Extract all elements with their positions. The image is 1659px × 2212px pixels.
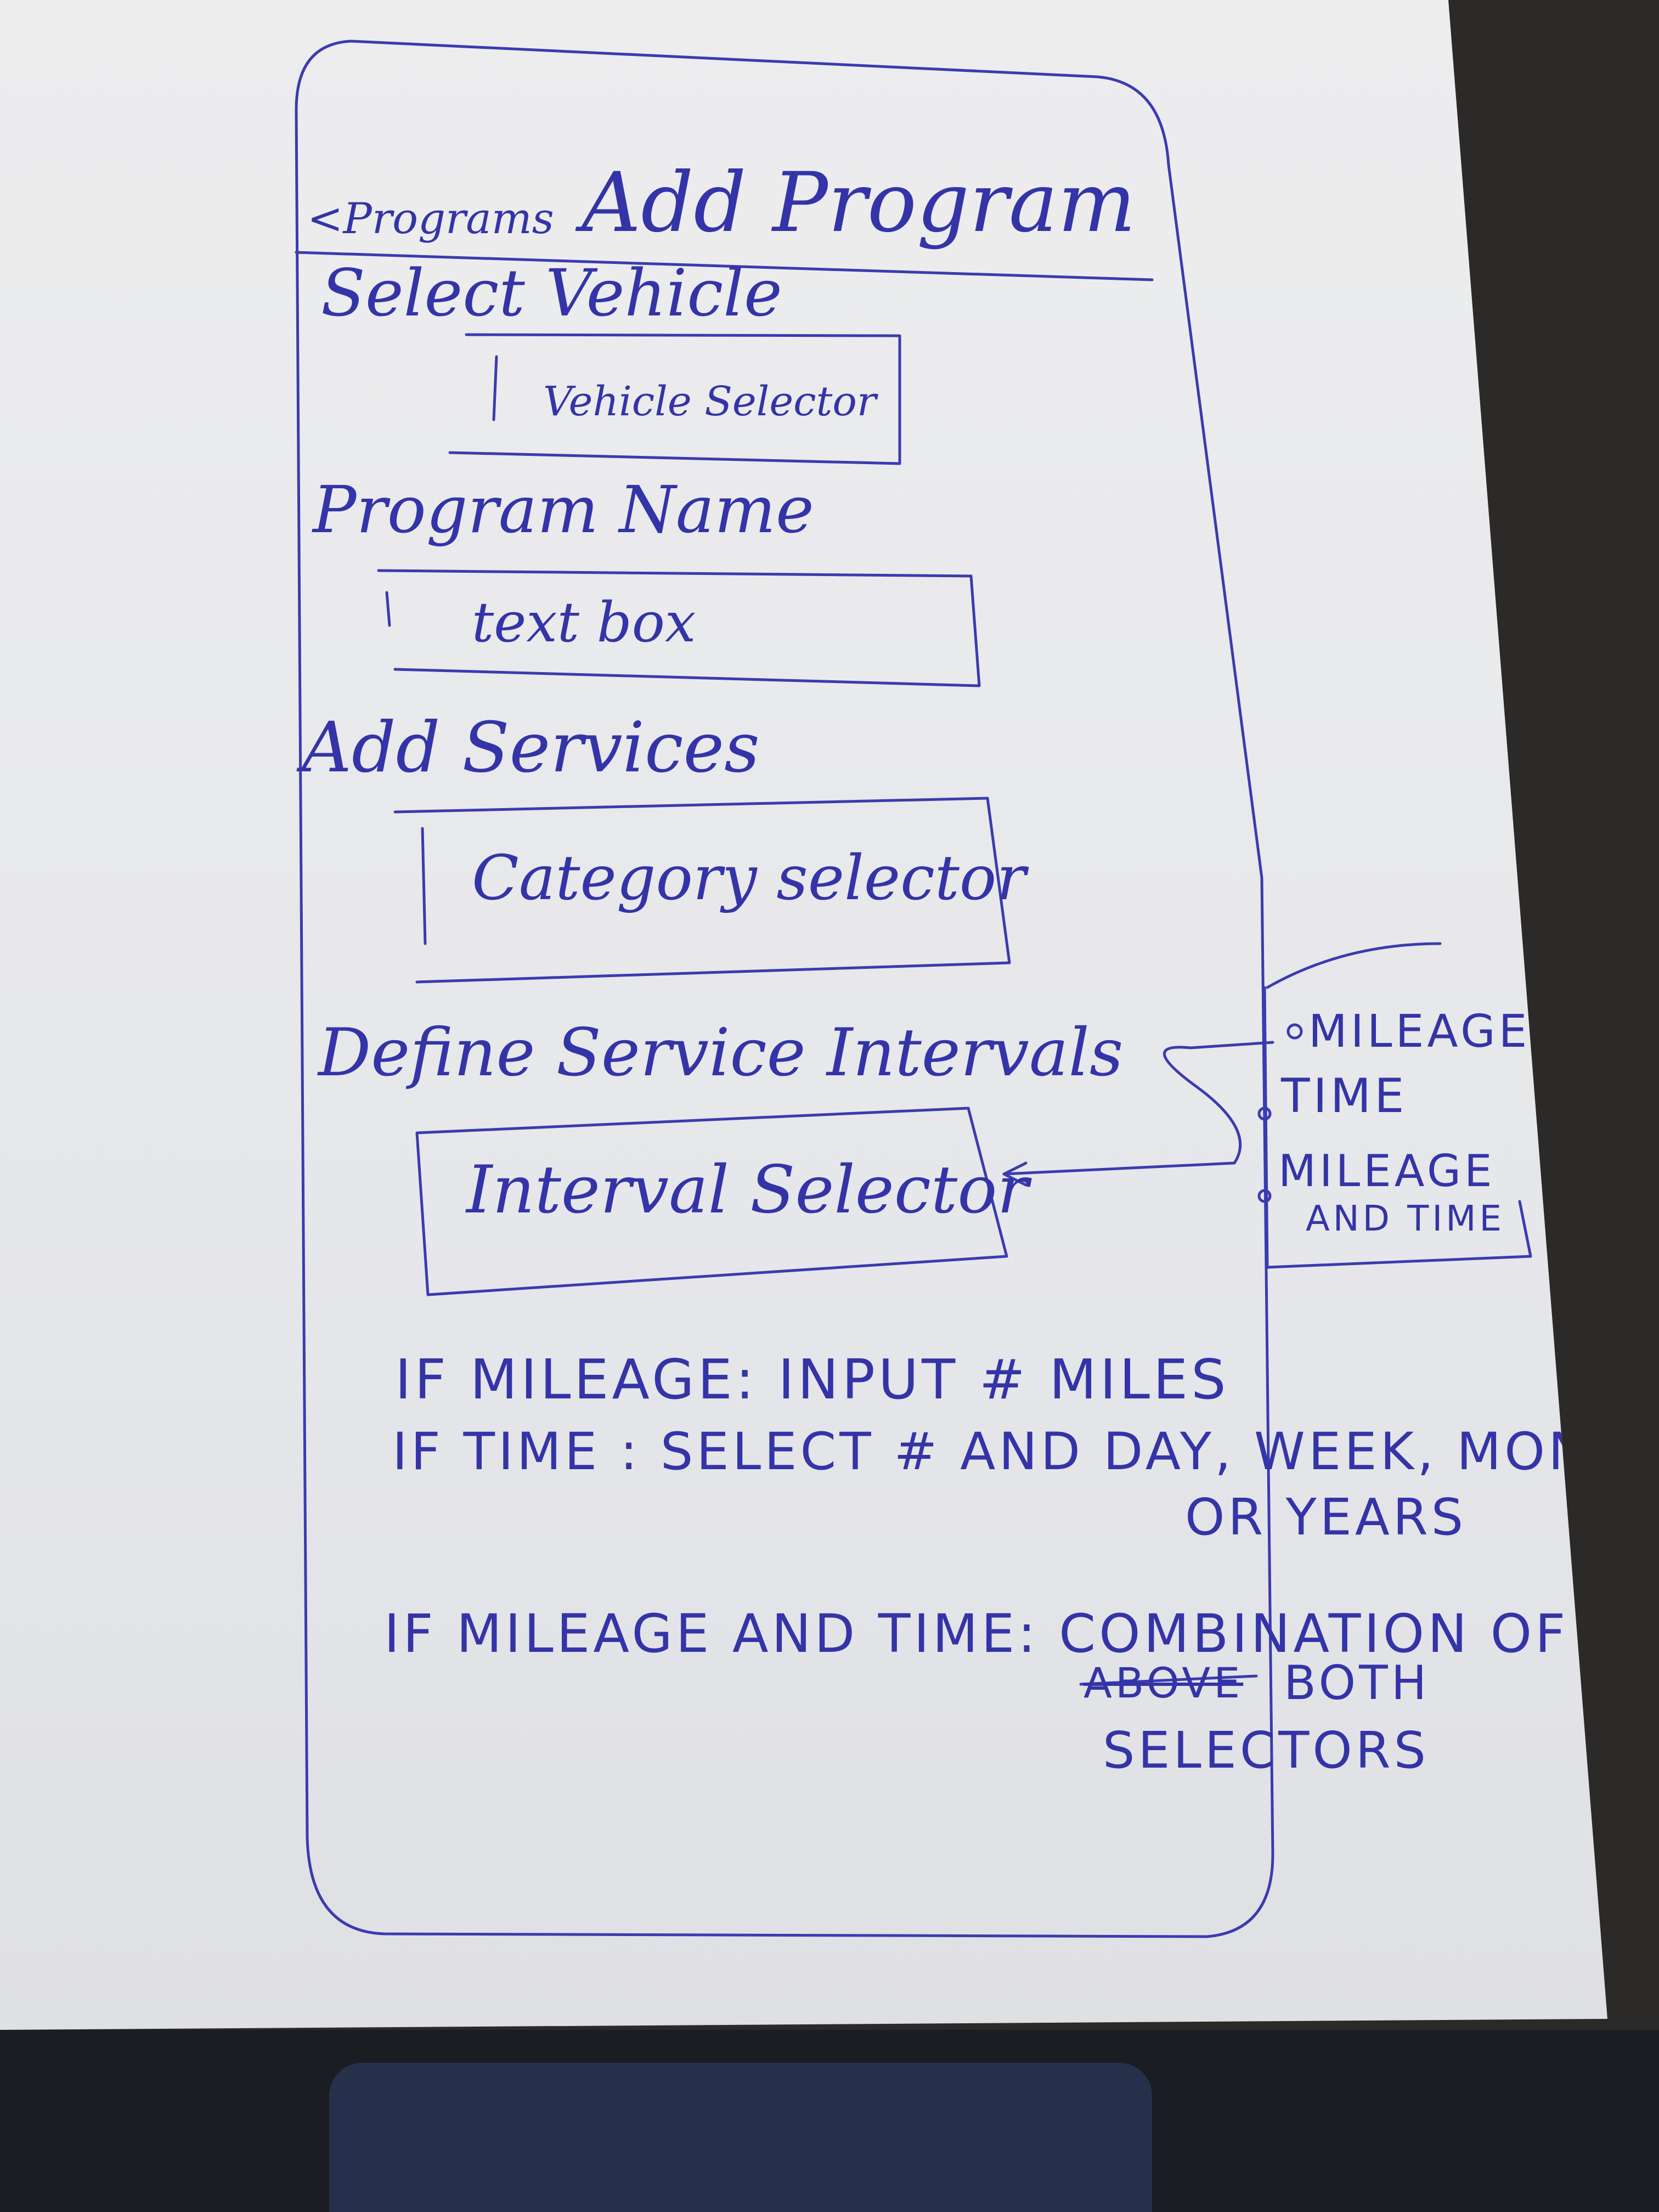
option-time[interactable]: TIME	[1281, 1069, 1408, 1124]
category-box	[393, 797, 1011, 984]
section-label-vehicle: Select Vehicle	[321, 255, 782, 331]
note-both: BOTH	[1284, 1656, 1430, 1711]
section-label-services: Add Services	[302, 707, 760, 788]
option-mileage[interactable]: MILEAGE	[1308, 1006, 1531, 1058]
chair-background	[329, 2063, 1152, 2212]
header-divider	[295, 251, 1154, 281]
note-time: IF TIME : SELECT # AND DAY, WEEK, MONTHS	[392, 1422, 1659, 1482]
program-name-input[interactable]: text box	[472, 590, 696, 654]
note-time-cont: OR YEARS	[1185, 1488, 1467, 1547]
note-mileage: IF MILEAGE: INPUT # MILES	[395, 1347, 1229, 1412]
interval-arrow	[1002, 1041, 1274, 1176]
interval-selector[interactable]: Interval Selector	[466, 1152, 1029, 1228]
note-selectors: SELECTORS	[1103, 1721, 1430, 1780]
interval-box	[415, 1107, 1008, 1296]
note-combination: IF MILEAGE AND TIME: COMBINATION OF	[384, 1603, 1569, 1664]
category-selector[interactable]: Category selector	[472, 843, 1026, 914]
vehicle-selector[interactable]: Vehicle Selector	[543, 378, 877, 425]
options-box	[1263, 942, 1532, 1269]
sketch-lines	[295, 40, 1532, 1938]
note-struck-word: ABOVE	[1084, 1658, 1244, 1707]
page-title: Add Program	[582, 155, 1136, 251]
textbox-box	[377, 569, 981, 687]
option-mileage-and-time[interactable]: MILEAGE	[1278, 1146, 1496, 1197]
section-label-intervals: Define Service Intervals	[318, 1015, 1124, 1091]
vehicle-box	[448, 333, 901, 465]
section-label-program-name: Program Name	[313, 472, 814, 548]
back-link[interactable]: <Programs	[307, 194, 554, 244]
sketch-paper: <Programs Add Program Select Vehicle Veh…	[0, 0, 1607, 2030]
option-mileage-and-time-line2: AND TIME	[1306, 1199, 1505, 1239]
phone-outline	[295, 40, 1274, 1938]
